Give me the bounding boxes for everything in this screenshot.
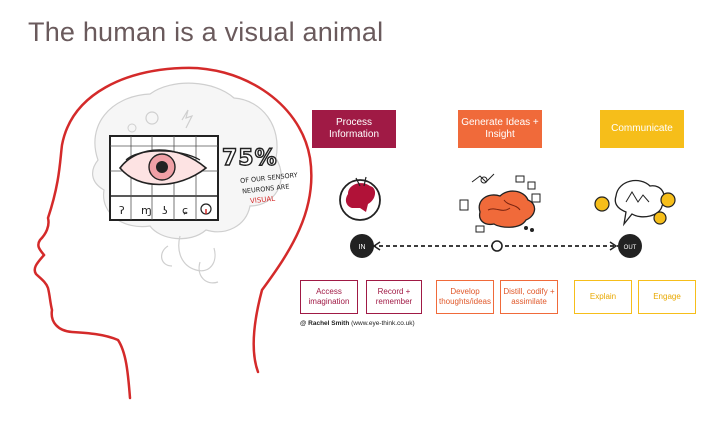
stage-header-process: Process Information bbox=[312, 110, 396, 148]
action-develop-thoughts-label: Develop thoughts/ideas bbox=[438, 287, 492, 306]
stage-header-generate-label: Generate Ideas + Insight bbox=[461, 117, 539, 140]
in-badge-label: IN bbox=[359, 244, 366, 251]
out-badge-label: OUT bbox=[624, 245, 637, 251]
slide-title: The human is a visual animal bbox=[28, 17, 384, 47]
stage-header-process-label: Process Information bbox=[328, 117, 380, 140]
action-develop-thoughts: Develop thoughts/ideas bbox=[436, 280, 494, 314]
flow-midpoint bbox=[491, 240, 503, 252]
svg-text:ʖ: ʖ bbox=[162, 204, 168, 217]
generate-brain-icon bbox=[459, 173, 541, 233]
head-outline bbox=[33, 66, 313, 400]
out-badge bbox=[618, 234, 642, 258]
credit-author: @ Rachel Smith bbox=[300, 320, 350, 327]
action-distill-codify-label: Distill, codify + assimilate bbox=[503, 287, 555, 306]
action-record-remember-label: Record + remember bbox=[375, 287, 413, 306]
in-badge bbox=[350, 234, 374, 258]
communicate-bubble-icon bbox=[594, 179, 676, 227]
action-access-imagination-label: Access imagination bbox=[308, 287, 350, 306]
action-record-remember: Record + remember bbox=[366, 280, 422, 314]
credit-site: (www.eye-think.co.uk) bbox=[351, 320, 415, 327]
svg-text:ɕ: ɕ bbox=[182, 204, 188, 217]
image-credit: @ Rachel Smith (www.eye-think.co.uk) bbox=[300, 320, 415, 327]
action-engage: Engage bbox=[638, 280, 696, 314]
svg-text:ʔ: ʔ bbox=[119, 204, 125, 217]
svg-text:ɱ: ɱ bbox=[141, 204, 152, 217]
stage-header-communicate-label: Communicate bbox=[611, 123, 673, 134]
action-explain: Explain bbox=[574, 280, 632, 314]
stat-75-percent: 75% bbox=[221, 145, 278, 171]
process-head-icon bbox=[339, 176, 381, 221]
action-engage-label: Engage bbox=[653, 292, 681, 301]
stage-header-communicate: Communicate bbox=[600, 110, 684, 148]
action-distill-codify: Distill, codify + assimilate bbox=[500, 280, 558, 314]
stage-header-generate: Generate Ideas + Insight bbox=[458, 110, 542, 148]
action-explain-label: Explain bbox=[589, 292, 617, 301]
action-access-imagination: Access imagination bbox=[300, 280, 358, 314]
